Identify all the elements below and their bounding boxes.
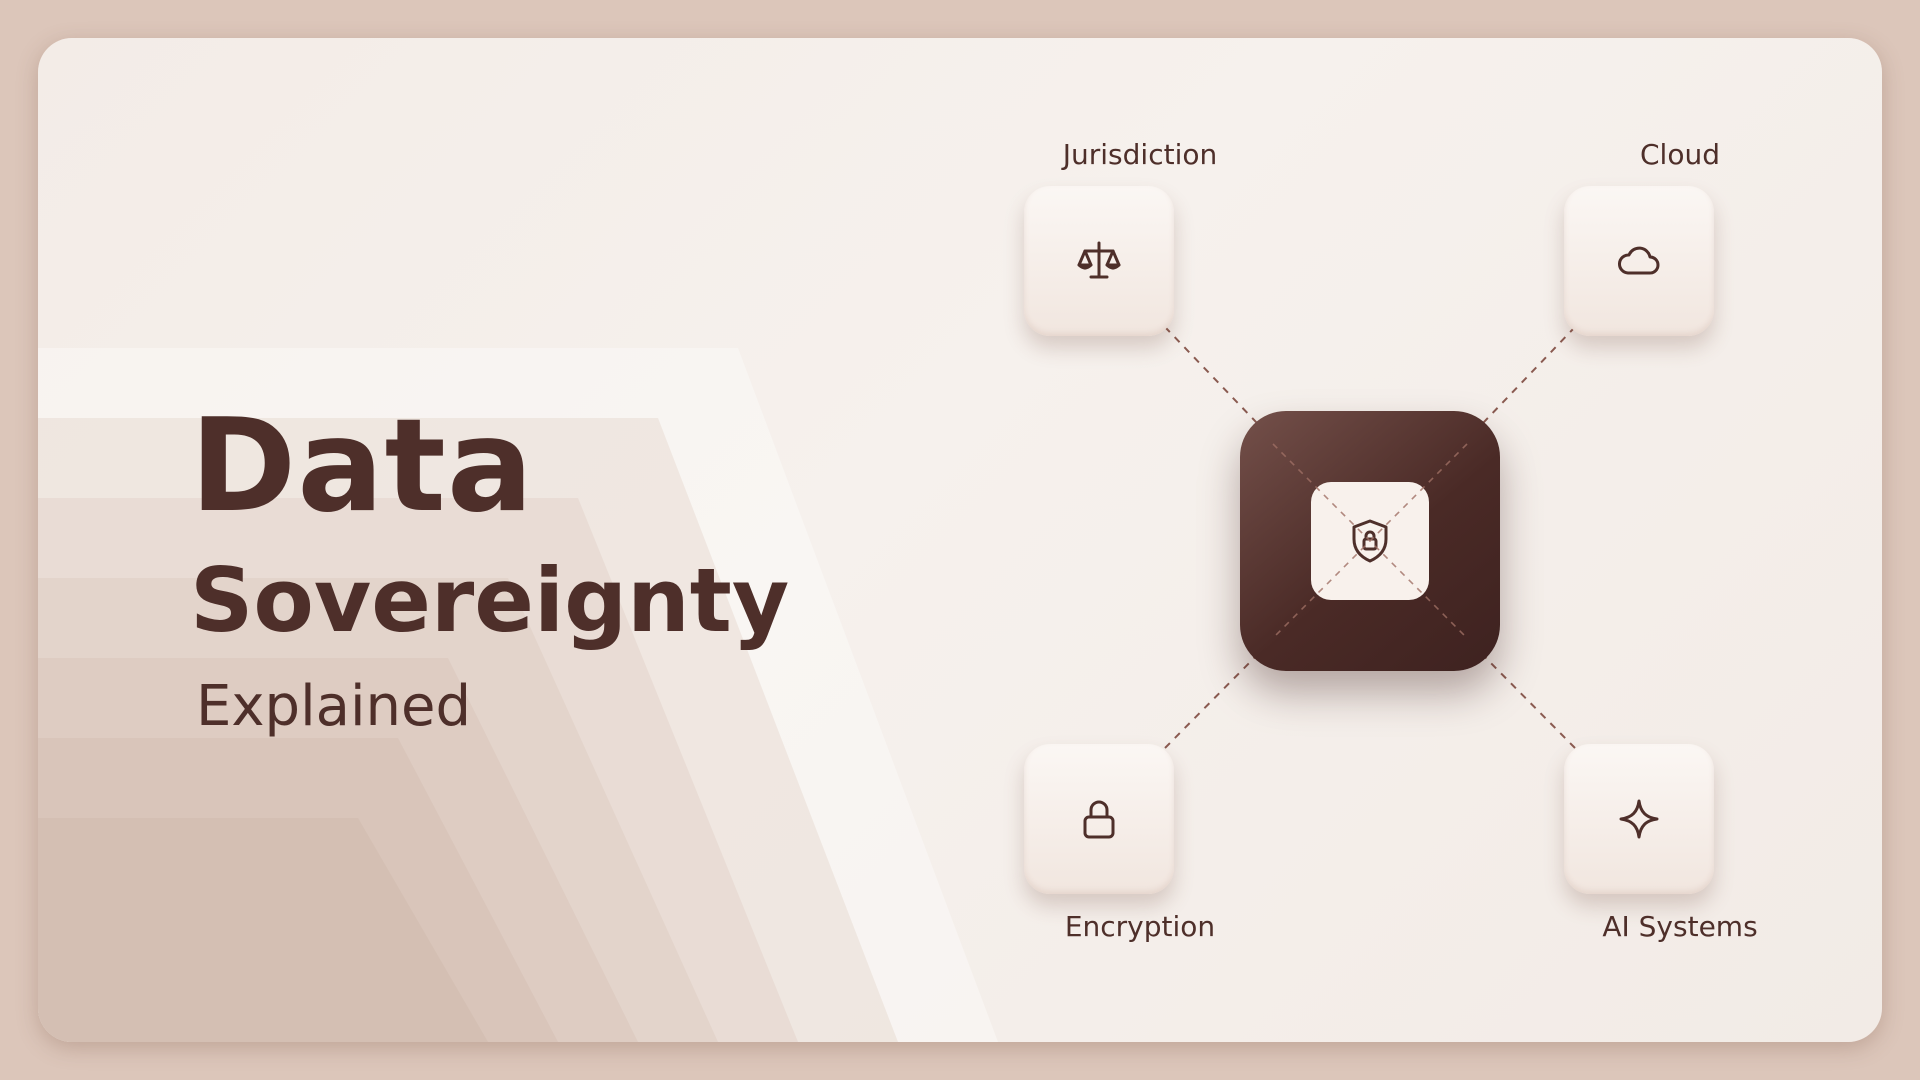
background-chevron-stripes [38,348,998,1042]
title-tagline: Explained [196,674,471,739]
ai-systems-tile[interactable] [1564,744,1714,894]
encryption-label: Encryption [1064,910,1216,943]
encryption-tile[interactable] [1024,744,1174,894]
jurisdiction-tile[interactable] [1024,186,1174,336]
title-block: Data Sovereignty Explained [190,403,789,735]
title-sub: Sovereignty [190,549,790,652]
cloud-tile[interactable] [1564,186,1714,336]
scales-icon [1077,241,1121,279]
cloud-icon [1618,246,1660,275]
title-main: Data [190,392,535,541]
slide-card: Data Sovereignty Explained Jurisdiction [38,38,1882,1042]
shield-lock-icon [1352,519,1388,563]
central-hub-badge [1311,482,1429,600]
ai-systems-label: AI Systems [1602,910,1758,943]
sparkle-icon [1619,799,1659,839]
lock-icon [1083,800,1115,839]
cloud-label: Cloud [1640,138,1720,171]
jurisdiction-label: Jurisdiction [1062,138,1218,171]
